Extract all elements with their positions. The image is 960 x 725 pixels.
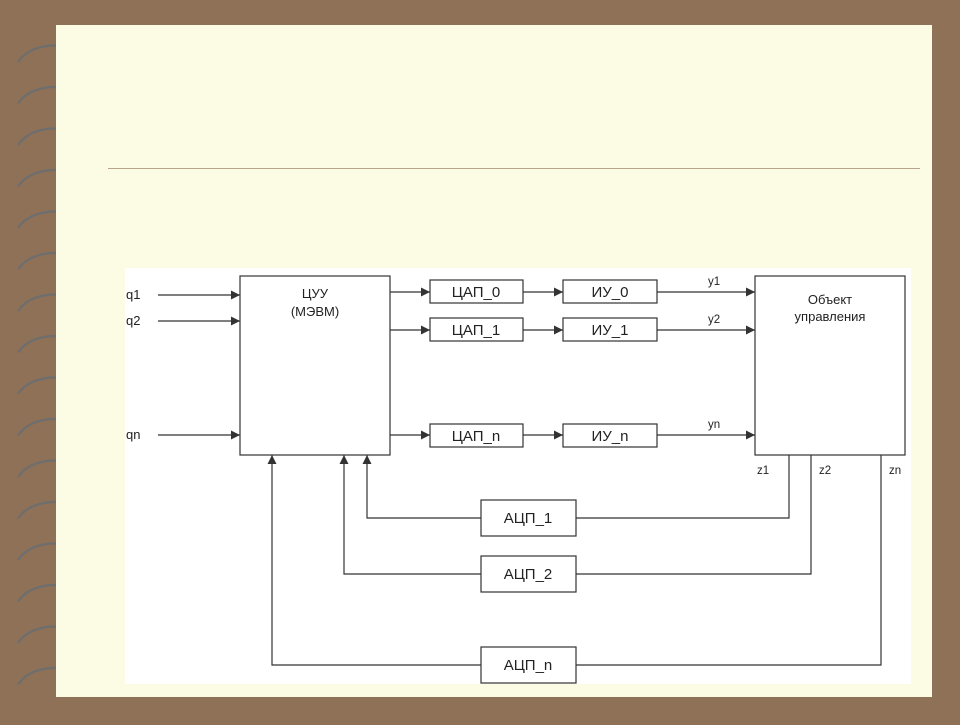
block-diagram: q1 q2 qn ЦУУ (МЭВМ) ЦАП_0 ЦАП_1 ЦАП_n ИУ…	[125, 268, 911, 684]
actuatorn-label: ИУ_n	[592, 428, 629, 445]
feedback-label-z2: z2	[819, 465, 831, 477]
feedback-z2-wire	[576, 455, 812, 575]
dac1-label: ЦАП_1	[452, 322, 500, 339]
feedback-zn-wire	[576, 455, 882, 666]
dac0-label: ЦАП_0	[452, 284, 500, 301]
controller-block	[239, 275, 391, 456]
controller-label-line2: (МЭВМ)	[291, 304, 339, 319]
adc1-label: АЦП_1	[504, 510, 553, 527]
dacn-label: ЦАП_n	[452, 428, 500, 445]
adcn-to-controller-arrow	[267, 455, 481, 666]
output-label-y2: y2	[708, 314, 720, 326]
actuator0-label: ИУ_0	[592, 284, 629, 301]
title-divider-line	[108, 168, 920, 169]
adc1-to-controller-arrow	[362, 455, 481, 519]
output-label-y1: y1	[708, 276, 720, 288]
feedback-z1-wire	[576, 455, 790, 519]
adc1-block	[480, 499, 577, 537]
controller-label-line1: ЦУУ	[302, 286, 329, 301]
actuator1-label: ИУ_1	[592, 322, 629, 339]
feedback-label-zn: zn	[889, 465, 901, 477]
control-object-block	[754, 275, 906, 456]
adcn-block	[480, 646, 577, 684]
adc2-block	[480, 555, 577, 593]
adc2-label: АЦП_2	[504, 566, 553, 583]
input-label-qn: qn	[126, 427, 140, 442]
input-label-q1: q1	[126, 287, 140, 302]
adc2-to-controller-arrow	[339, 455, 481, 575]
adcn-label: АЦП_n	[504, 657, 553, 674]
object-label-line1: Объект	[808, 292, 852, 307]
input-label-q2: q2	[126, 313, 140, 328]
block-diagram-svg: q1 q2 qn ЦУУ (МЭВМ) ЦАП_0 ЦАП_1 ЦАП_n ИУ…	[126, 275, 906, 684]
output-label-yn: yn	[708, 419, 720, 431]
object-label-line2: управления	[795, 309, 866, 324]
feedback-label-z1: z1	[757, 465, 769, 477]
